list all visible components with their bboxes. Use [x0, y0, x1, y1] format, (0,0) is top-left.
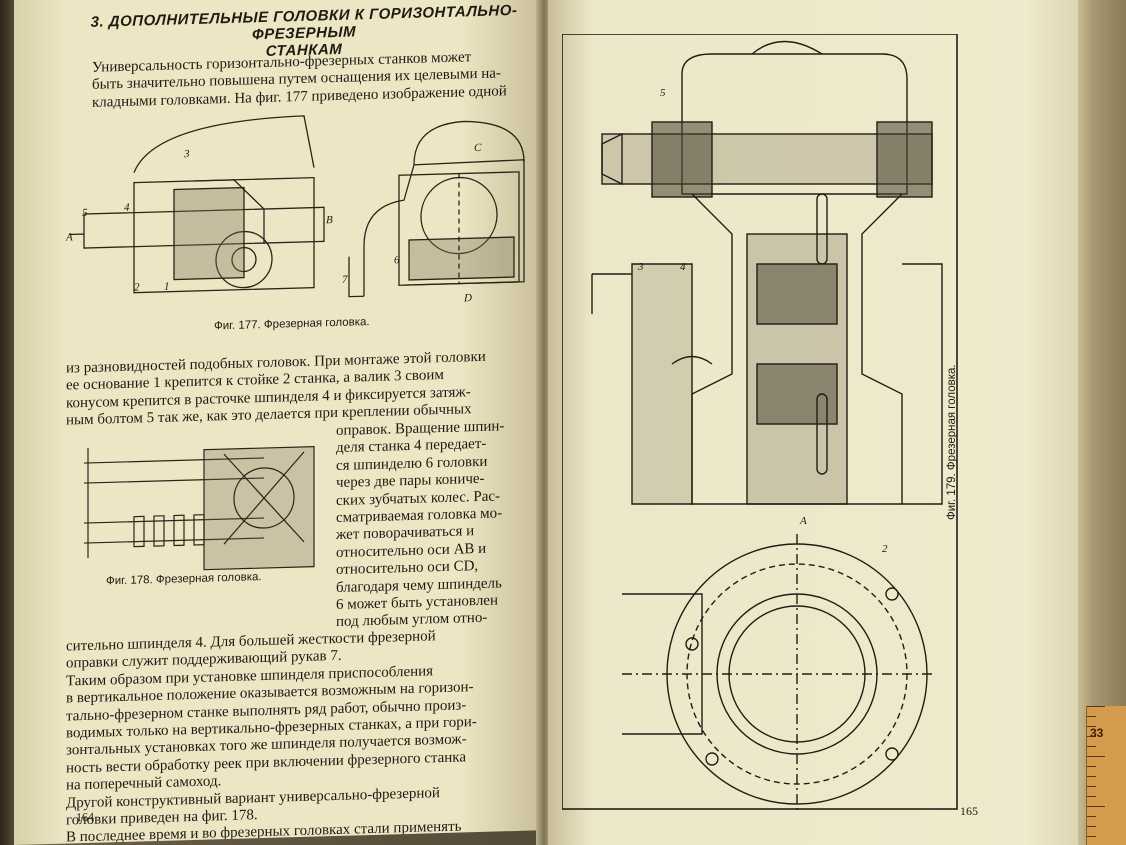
- ruler-tick: [1087, 796, 1096, 797]
- ruler-tick: [1087, 706, 1105, 707]
- label-3: 3: [183, 148, 190, 160]
- right-page: 5 3 4 A 2 165: [548, 0, 1078, 845]
- label-1: 1: [164, 281, 169, 293]
- label-5: 5: [82, 207, 88, 219]
- ruler-tick: [1087, 726, 1096, 727]
- label-D: D: [463, 292, 472, 304]
- ruler-tick: [1087, 756, 1105, 757]
- label-4: 4: [680, 261, 686, 273]
- label-2: 2: [882, 543, 888, 555]
- ruler-number: 33: [1090, 726, 1104, 740]
- figure-179-drawing: 5 3 4 A 2: [562, 34, 958, 814]
- label-7: 7: [342, 274, 348, 286]
- ruler-tick: [1087, 776, 1096, 777]
- book-cover-edge: [1078, 0, 1126, 845]
- ruler-tick: [1087, 716, 1096, 717]
- label-C: C: [474, 142, 482, 154]
- label-A: A: [799, 515, 807, 527]
- figure-177-drawing: 5 4 3 A B 2 1 C 6 7 D: [65, 115, 525, 305]
- page-number-right: 165: [960, 804, 978, 818]
- ruler-tick: [1087, 786, 1096, 787]
- figure-179-caption: Фиг. 179. Фрезерная головка.: [946, 364, 958, 520]
- wooden-ruler: [1086, 706, 1126, 845]
- page-number-left: 164: [76, 809, 94, 825]
- left-page: 3. ДОПОЛНИТЕЛЬНЫЕ ГОЛОВКИ К ГОРИЗОНТАЛЬН…: [14, 0, 540, 845]
- figure-178-drawing: [84, 446, 315, 571]
- ruler-tick: [1087, 746, 1096, 747]
- label-6: 6: [394, 254, 400, 266]
- ruler-tick: [1087, 836, 1096, 837]
- label-2: 2: [134, 281, 140, 293]
- label-B: B: [326, 214, 333, 226]
- label-3: 3: [637, 261, 644, 273]
- ruler-tick: [1087, 806, 1105, 807]
- ruler-tick: [1087, 816, 1096, 817]
- fig177-labels: 5 4 3 A B 2 1 C 6 7 D: [65, 142, 482, 305]
- label-5: 5: [660, 87, 666, 99]
- label-A: A: [65, 231, 73, 243]
- ruler-tick: [1087, 766, 1096, 767]
- ruler-tick: [1087, 826, 1096, 827]
- label-4: 4: [124, 202, 130, 214]
- ruler-tick: [1087, 736, 1096, 737]
